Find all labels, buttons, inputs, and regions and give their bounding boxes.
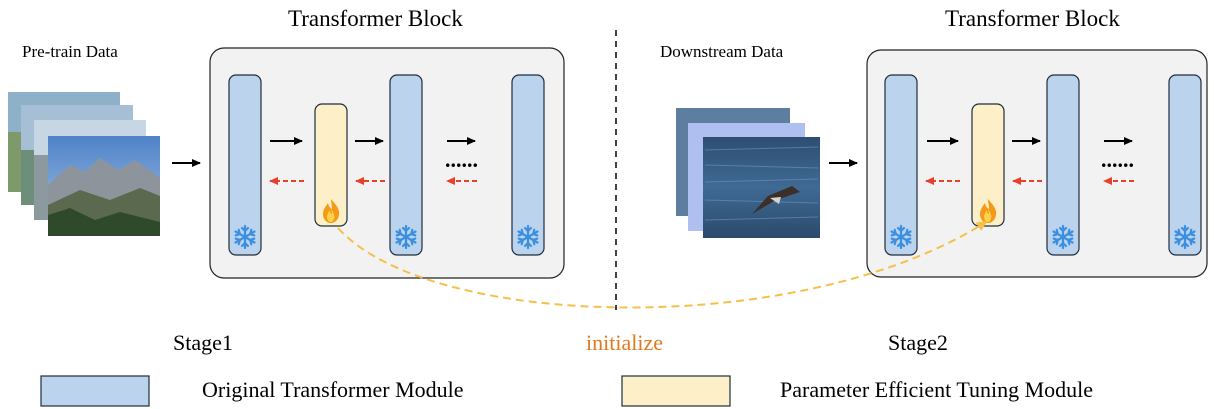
stage2-pet-module xyxy=(971,103,1005,227)
stage2-label: Stage2 xyxy=(888,330,948,355)
stage2-original-module-1 xyxy=(884,74,918,256)
stage1-pet-module xyxy=(314,103,348,227)
stage1-original-module-3 xyxy=(511,74,545,256)
downstream-data-label: Downstream Data xyxy=(660,42,784,61)
pretrain-data-label: Pre-train Data xyxy=(22,42,118,61)
stage2-original-module-3 xyxy=(1168,74,1202,256)
legend-pet-swatch xyxy=(621,375,731,407)
stage1-block-title: Transformer Block xyxy=(288,6,463,31)
stage1-original-module-2 xyxy=(389,74,423,256)
legend-original-label: Original Transformer Module xyxy=(202,377,464,402)
stage1-transformer-block xyxy=(209,47,565,279)
downstream-image-3 xyxy=(703,137,820,238)
ellipsis: ...... xyxy=(1101,147,1134,172)
stage2-original-module-2 xyxy=(1046,74,1080,256)
pretrain-image-stack xyxy=(8,92,160,236)
initialize-curve xyxy=(337,220,988,309)
stage2-block-title: Transformer Block xyxy=(945,6,1120,31)
downstream-image-stack xyxy=(676,108,820,238)
stage1-label: Stage1 xyxy=(173,330,233,355)
ellipsis: ...... xyxy=(445,147,478,172)
stage1-original-module-1 xyxy=(228,74,262,256)
stage2-transformer-block xyxy=(866,49,1208,278)
legend-original-swatch xyxy=(40,375,150,407)
legend-pet-label: Parameter Efficient Tuning Module xyxy=(780,377,1094,402)
initialize-label: initialize xyxy=(586,330,663,355)
